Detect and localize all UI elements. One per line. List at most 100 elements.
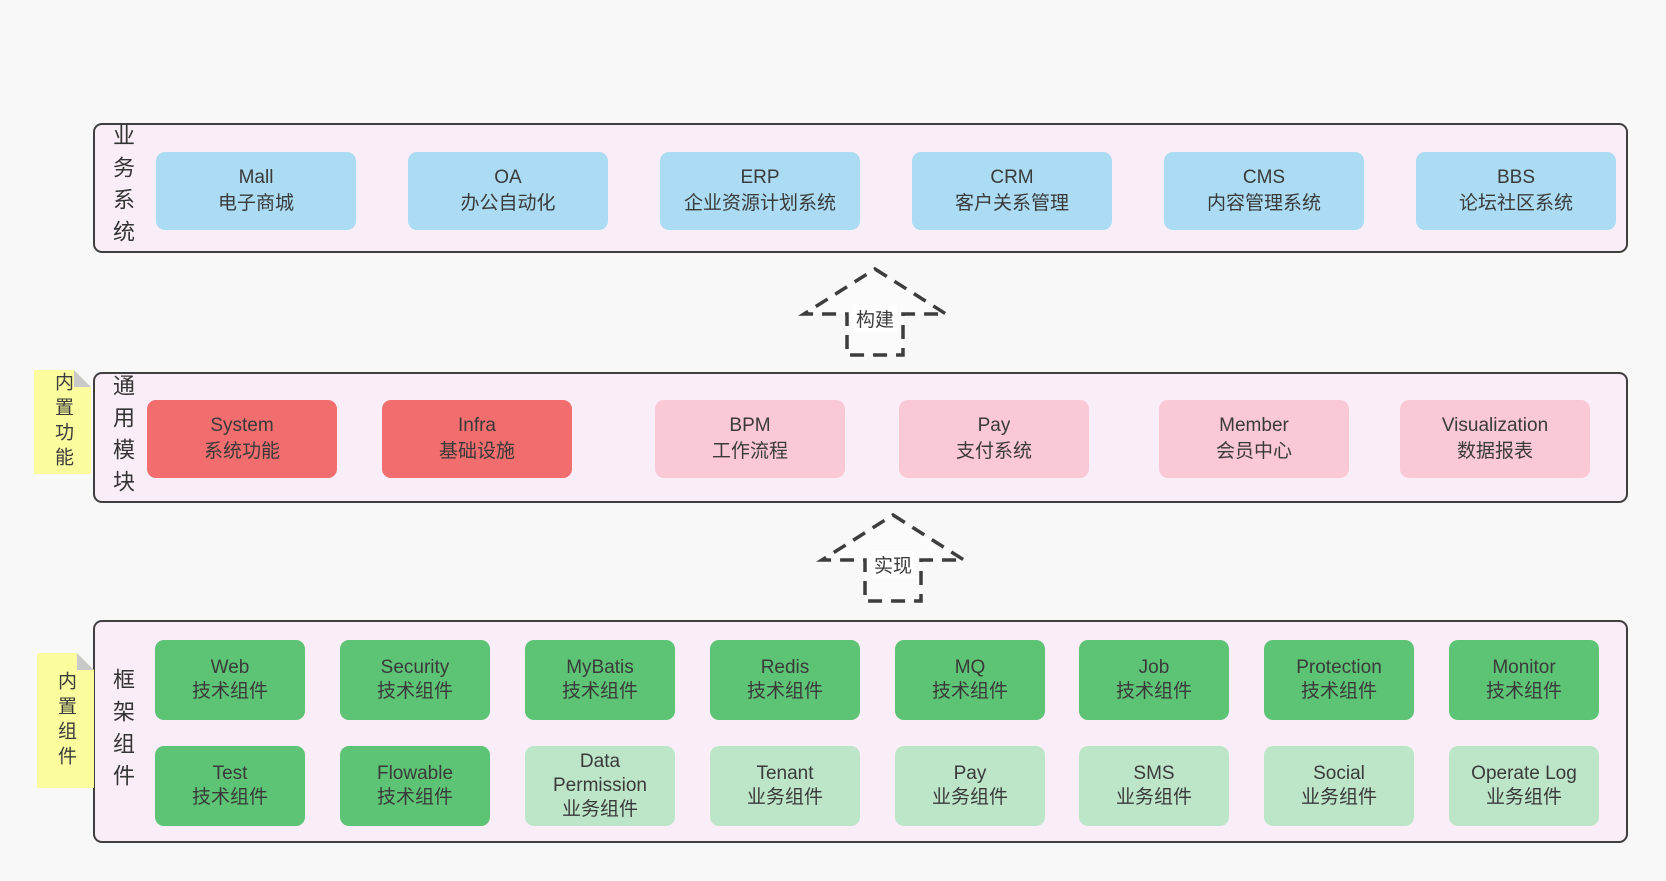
band-common-modules-label: 通用模块 xyxy=(110,373,135,502)
box-title: Redis xyxy=(760,657,810,678)
box-pay-module: Pay 支付系统 xyxy=(899,400,1089,478)
box-subtitle: 系统功能 xyxy=(203,441,280,462)
box-protection: Protection 技术组件 xyxy=(1264,640,1414,720)
box-subtitle: 技术组件 xyxy=(376,787,453,808)
box-title: Operate Log xyxy=(1471,763,1577,784)
box-erp: ERP 企业资源计划系统 xyxy=(660,152,860,230)
box-pay-component: Pay 业务组件 xyxy=(895,746,1045,826)
box-member: Member 会员中心 xyxy=(1159,400,1349,478)
band-framework-components: 框架组件 Web 技术组件 Security 技术组件 MyBatis 技术组件… xyxy=(93,620,1628,843)
box-subtitle: 办公自动化 xyxy=(460,193,556,214)
implement-arrow-label: 实现 xyxy=(870,551,916,578)
build-arrow: 构建 xyxy=(797,265,953,359)
box-title: Web xyxy=(210,657,250,678)
box-security: Security 技术组件 xyxy=(340,640,490,720)
box-title: Data Permission xyxy=(553,751,647,796)
box-subtitle: 业务组件 xyxy=(561,799,638,820)
box-operate-log: Operate Log 业务组件 xyxy=(1449,746,1599,826)
box-subtitle: 客户关系管理 xyxy=(954,193,1069,214)
box-subtitle: 电子商城 xyxy=(217,193,294,214)
box-system: System 系统功能 xyxy=(147,400,337,478)
box-title: MyBatis xyxy=(566,657,634,678)
box-title: Tenant xyxy=(756,763,814,784)
box-title: Job xyxy=(1138,657,1170,678)
box-title: MQ xyxy=(954,657,986,678)
box-bpm: BPM 工作流程 xyxy=(655,400,845,478)
box-title: CRM xyxy=(990,167,1034,188)
box-data-permission: Data Permission 业务组件 xyxy=(525,746,675,826)
note-text: 内置组件 xyxy=(55,670,76,771)
box-infra: Infra 基础设施 xyxy=(382,400,572,478)
box-title: Visualization xyxy=(1441,415,1549,436)
box-mall: Mall 电子商城 xyxy=(156,152,356,230)
box-job: Job 技术组件 xyxy=(1079,640,1229,720)
box-title: Social xyxy=(1313,763,1365,784)
box-crm: CRM 客户关系管理 xyxy=(912,152,1112,230)
box-subtitle: 企业资源计划系统 xyxy=(683,193,836,214)
box-title: Security xyxy=(380,657,450,678)
box-title: System xyxy=(210,415,274,436)
box-subtitle: 技术组件 xyxy=(191,681,268,702)
folded-corner-icon xyxy=(74,370,91,387)
box-sms: SMS 业务组件 xyxy=(1079,746,1229,826)
note-text: 内置功能 xyxy=(52,372,73,472)
box-title: Test xyxy=(212,763,248,784)
box-subtitle: 技术组件 xyxy=(931,681,1008,702)
box-subtitle: 内容管理系统 xyxy=(1206,193,1321,214)
implement-arrow: 实现 xyxy=(815,511,971,605)
box-title: Mall xyxy=(238,167,274,188)
box-subtitle: 业务组件 xyxy=(931,787,1008,808)
box-title: OA xyxy=(494,167,522,188)
box-subtitle: 会员中心 xyxy=(1215,441,1292,462)
box-subtitle: 业务组件 xyxy=(746,787,823,808)
box-subtitle: 技术组件 xyxy=(1485,681,1562,702)
box-subtitle: 技术组件 xyxy=(1115,681,1192,702)
box-title: CMS xyxy=(1242,167,1286,188)
folded-corner-icon xyxy=(77,653,94,670)
build-arrow-label: 构建 xyxy=(852,305,898,332)
box-subtitle: 业务组件 xyxy=(1115,787,1192,808)
box-visualization: Visualization 数据报表 xyxy=(1400,400,1590,478)
box-title: Protection xyxy=(1296,657,1382,678)
box-subtitle: 技术组件 xyxy=(561,681,638,702)
box-web: Web 技术组件 xyxy=(155,640,305,720)
box-subtitle: 支付系统 xyxy=(955,441,1032,462)
box-bbs: BBS 论坛社区系统 xyxy=(1416,152,1616,230)
box-cms: CMS 内容管理系统 xyxy=(1164,152,1364,230)
box-subtitle: 工作流程 xyxy=(711,441,788,462)
band-business-systems: 业务系统 Mall 电子商城 OA 办公自动化 ERP 企业资源计划系统 CRM… xyxy=(93,123,1628,253)
box-title: BPM xyxy=(729,415,771,436)
box-subtitle: 技术组件 xyxy=(376,681,453,702)
box-subtitle: 技术组件 xyxy=(1300,681,1377,702)
box-title: Pay xyxy=(977,415,1011,436)
box-oa: OA 办公自动化 xyxy=(408,152,608,230)
box-title: Monitor xyxy=(1492,657,1556,678)
box-title: SMS xyxy=(1133,763,1175,784)
box-subtitle: 数据报表 xyxy=(1456,441,1533,462)
box-title: BBS xyxy=(1496,167,1536,188)
box-flowable: Flowable 技术组件 xyxy=(340,746,490,826)
box-mq: MQ 技术组件 xyxy=(895,640,1045,720)
band-framework-components-label: 框架组件 xyxy=(110,667,135,796)
box-subtitle: 基础设施 xyxy=(438,441,515,462)
box-title: Infra xyxy=(457,415,497,436)
box-title: ERP xyxy=(740,167,780,188)
sticky-note-built-in-features: 内置功能 xyxy=(34,370,91,474)
box-title: Pay xyxy=(953,763,987,784)
box-subtitle: 论坛社区系统 xyxy=(1458,193,1573,214)
box-social: Social 业务组件 xyxy=(1264,746,1414,826)
box-mybatis: MyBatis 技术组件 xyxy=(525,640,675,720)
box-tenant: Tenant 业务组件 xyxy=(710,746,860,826)
box-title: Member xyxy=(1219,415,1289,436)
box-title: Flowable xyxy=(376,763,454,784)
band-business-systems-label: 业务系统 xyxy=(110,124,135,252)
box-test: Test 技术组件 xyxy=(155,746,305,826)
box-subtitle: 技术组件 xyxy=(191,787,268,808)
box-subtitle: 技术组件 xyxy=(746,681,823,702)
box-subtitle: 业务组件 xyxy=(1300,787,1377,808)
box-subtitle: 业务组件 xyxy=(1485,787,1562,808)
sticky-note-built-in-components: 内置组件 xyxy=(37,653,94,788)
box-monitor: Monitor 技术组件 xyxy=(1449,640,1599,720)
band-common-modules: 通用模块 System 系统功能 Infra 基础设施 BPM 工作流程 Pay… xyxy=(93,372,1628,503)
box-redis: Redis 技术组件 xyxy=(710,640,860,720)
